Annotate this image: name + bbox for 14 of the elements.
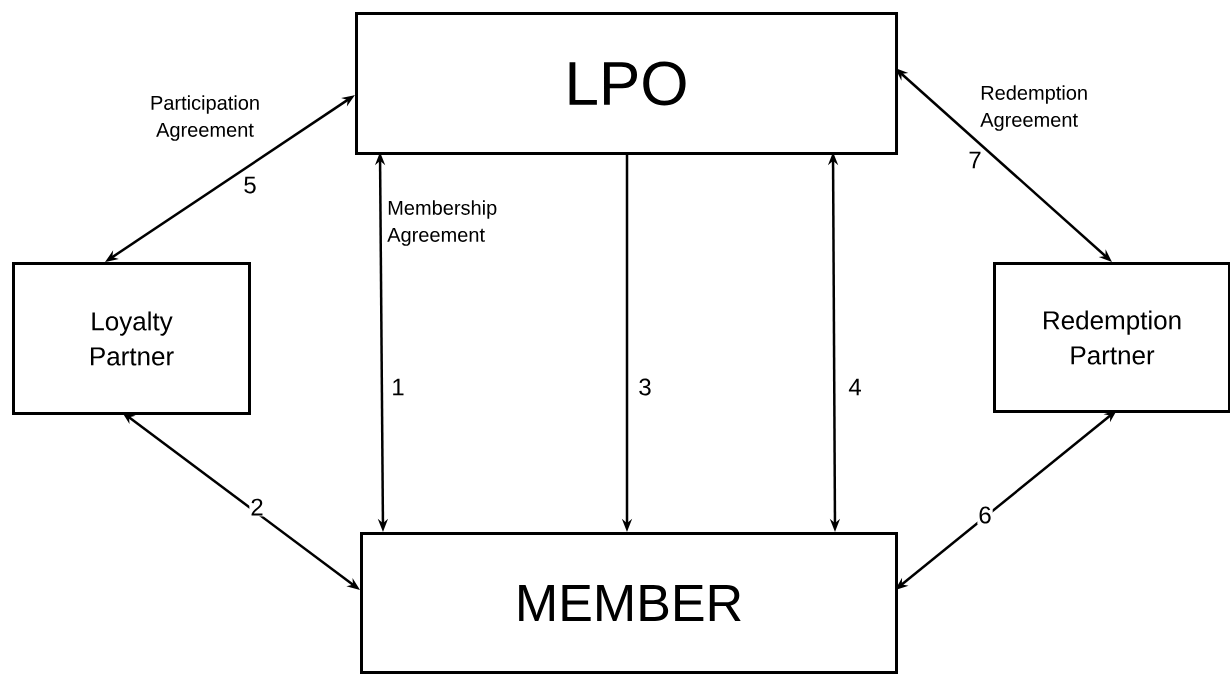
edge-label: 3 [637, 377, 653, 397]
box: Loyalty Partner [12, 262, 251, 415]
agreement-label: Redemption Agreement [980, 85, 1087, 131]
box: MEMBER [360, 532, 898, 674]
edge-label: 6 [977, 505, 993, 525]
agreement-label: Participation Agreement [151, 95, 259, 141]
edge-label: 1 [390, 377, 406, 397]
edge-label: 2 [249, 497, 265, 517]
edge-label: 7 [967, 150, 983, 170]
edge-label: 5 [242, 175, 258, 195]
edge-label: 4 [847, 377, 863, 397]
box: Redemption Partner [993, 262, 1230, 413]
agreement-label: Membership Agreement [387, 200, 497, 246]
box: LPO [355, 12, 898, 155]
